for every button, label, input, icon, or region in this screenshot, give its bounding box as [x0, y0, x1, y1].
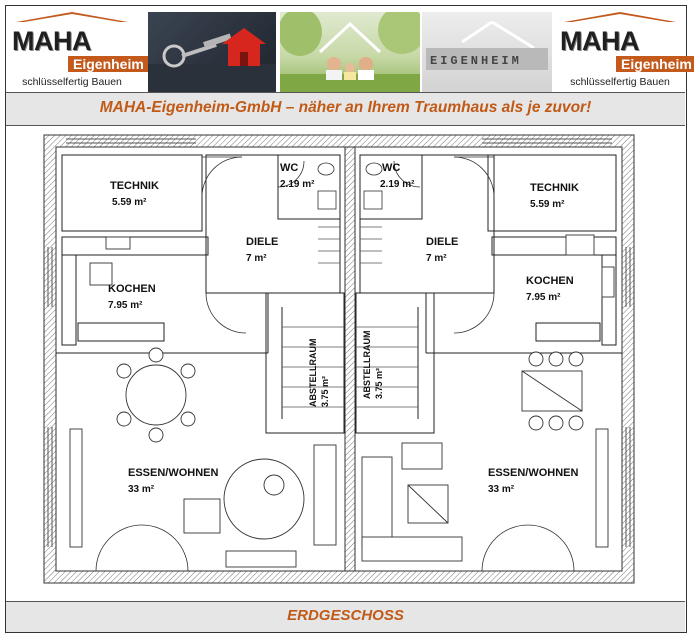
stair-treads	[282, 226, 418, 408]
furniture-right	[361, 234, 615, 562]
logo-brand: MAHA	[560, 26, 640, 56]
label-technik-left: TECHNIK	[110, 180, 159, 192]
door-swings	[95, 156, 575, 572]
area-kochen-left: 7.95 m²	[108, 300, 143, 311]
party-wall	[344, 146, 356, 572]
area-diele-right: 7 m²	[426, 253, 447, 264]
furniture-left	[69, 236, 337, 568]
eigenheim-coins-photo: EIGENHEIM	[422, 12, 552, 92]
label-essen-right: ESSEN/WOHNEN	[488, 467, 579, 479]
area-essen-left: 33 m²	[128, 484, 155, 495]
label-technik-right: TECHNIK	[530, 182, 579, 194]
slogan-banner: MAHA-Eigenheim-GmbH – näher an Ihrem Tra…	[6, 92, 685, 126]
area-technik-right: 5.59 m²	[530, 199, 565, 210]
label-abstell-left: ABSTELLRAUM	[308, 339, 318, 408]
label-diele-left: DIELE	[246, 236, 278, 248]
maha-logo-left: MAHA Eigenheim schlüsselfertig Bauen	[8, 12, 149, 90]
header-strip: MAHA Eigenheim schlüsselfertig Bauen	[6, 6, 694, 92]
label-kochen-left: KOCHEN	[108, 283, 156, 295]
logo-tagline: schlüsselfertig Bauen	[22, 76, 122, 88]
floor-label-band: ERDGESCHOSS	[6, 601, 685, 632]
label-diele-right: DIELE	[426, 236, 458, 248]
label-wc-left: WC	[280, 162, 298, 174]
area-abstell-right: 3.75 m²	[374, 368, 384, 399]
roof-icon	[564, 12, 676, 22]
floor-plan: TECHNIK 5.59 m² WC 2.19 m² DIELE 7 m² KO…	[43, 134, 635, 584]
coins-text: EIGENHEIM	[430, 54, 522, 68]
interior-walls	[56, 154, 622, 434]
area-wc-right: 2.19 m²	[380, 179, 415, 190]
logo-sub: Eigenheim	[68, 56, 149, 72]
document-frame: MAHA Eigenheim schlüsselfertig Bauen	[5, 5, 694, 633]
logo-brand: MAHA	[12, 26, 92, 56]
family-house-photo	[280, 12, 420, 92]
roof-icon	[16, 12, 128, 22]
area-wc-left: 2.19 m²	[280, 179, 315, 190]
sanitary-fixtures	[317, 162, 383, 210]
logo-tagline: schlüsselfertig Bauen	[570, 76, 670, 88]
house-key-photo	[148, 12, 276, 92]
label-kochen-right: KOCHEN	[526, 275, 574, 287]
label-essen-left: ESSEN/WOHNEN	[128, 467, 219, 479]
area-abstell-left: 3.75 m²	[320, 376, 330, 407]
area-kochen-right: 7.95 m²	[526, 292, 561, 303]
area-essen-right: 33 m²	[488, 484, 515, 495]
floor-label: ERDGESCHOSS	[287, 607, 404, 624]
maha-logo-right: MAHA Eigenheim schlüsselfertig Bauen	[556, 12, 694, 90]
area-technik-left: 5.59 m²	[112, 197, 147, 208]
label-abstell-right: ABSTELLRAUM	[362, 331, 372, 400]
label-wc-right: WC	[382, 162, 400, 174]
slogan-text: MAHA-Eigenheim-GmbH – näher an Ihrem Tra…	[99, 99, 592, 116]
logo-sub: Eigenheim	[616, 56, 694, 72]
windows	[47, 138, 631, 547]
area-diele-left: 7 m²	[246, 253, 267, 264]
